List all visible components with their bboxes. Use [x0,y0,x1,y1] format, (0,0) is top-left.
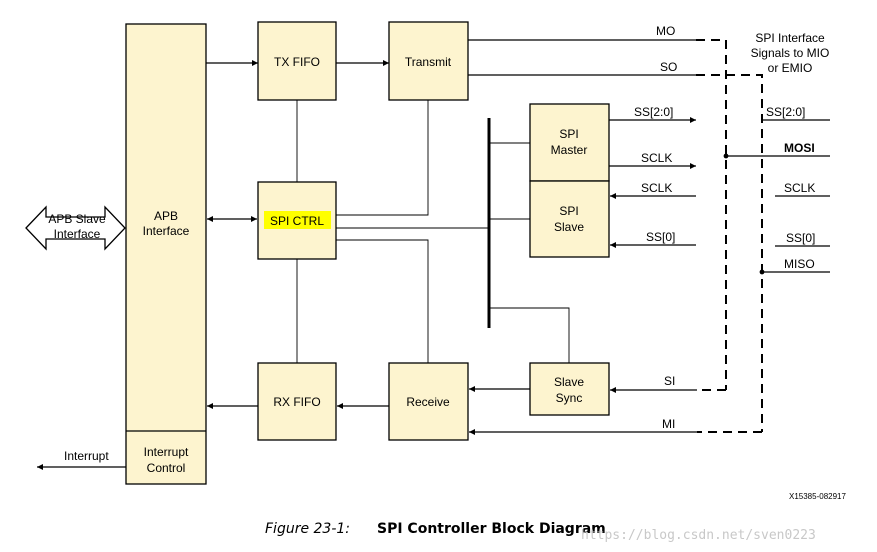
pins-header-line-1: SPI Interface [755,31,825,45]
spi-ctrl-label: SPI CTRL [270,214,324,228]
slave-ss-label: SS[0] [646,230,675,244]
interrupt-label: Interrupt [64,449,109,463]
bus-to-slavesync-line [489,307,570,363]
spi-slave-block [529,180,610,258]
spi-master-block [529,103,610,182]
apb-slave-interface-label-2: Interface [54,227,101,241]
pin-mosi-label: MOSI [784,141,815,155]
pin-ss-label: SS[2:0] [766,105,805,119]
transmit-block [388,21,469,101]
spi-ctrl-highlight [264,211,331,229]
rx-fifo-block [257,362,337,441]
pin-sclk-label: SCLK [784,181,815,195]
caption-title: SPI Controller Block Diagram [377,521,606,537]
figure-id: X15385-082917 [789,492,846,501]
mosi-junction-dot [723,153,729,159]
caption-number: Figure 23-1: [265,521,350,537]
so-dashed-route [696,74,763,432]
tx-fifo-label: TX FIFO [274,55,320,69]
slave-sync-label-2: Sync [556,391,583,405]
pin-miso-label: MISO [784,257,815,271]
master-ss-label: SS[2:0] [634,105,673,119]
receive-label: Receive [406,395,450,409]
receive-block [388,362,469,441]
spi-slave-label-2: Slave [554,220,584,234]
interrupt-control-label-1: Interrupt [144,445,189,459]
apb-interface-label-1: APB [154,209,178,223]
pins-header-line-2: Signals to MIO [751,46,830,60]
interrupt-control-label-2: Control [147,461,186,475]
apb-slave-interface-label-1: APB Slave [48,212,106,226]
si-label: SI [664,374,675,388]
slave-sclk-label: SCLK [641,181,672,195]
miso-junction-dot [759,269,765,275]
watermark: https://blog.csdn.net/sven0223 [581,528,816,543]
apb-interface-label-2: Interface [143,224,190,238]
master-sclk-label: SCLK [641,151,672,165]
mo-dashed-route [696,39,727,390]
spi-master-label-1: SPI [559,127,578,141]
apb-interface-block [125,23,207,485]
slave-sync-block [529,362,610,416]
transmit-label: Transmit [405,55,452,69]
so-label: SO [660,60,677,74]
receive-ctrl-line [336,239,429,363]
spi-slave-label-1: SPI [559,204,578,218]
slave-sync-label-1: Slave [554,375,584,389]
mi-label: MI [662,417,675,431]
pin-ss0-label: SS[0] [786,231,815,245]
apb-slave-interface-arrow [25,205,126,251]
transmit-ctrl-line [336,100,429,216]
spi-master-label-2: Master [551,143,588,157]
pins-header-line-3: or EMIO [768,61,813,75]
rx-fifo-label: RX FIFO [273,395,320,409]
mo-label: MO [656,24,675,38]
